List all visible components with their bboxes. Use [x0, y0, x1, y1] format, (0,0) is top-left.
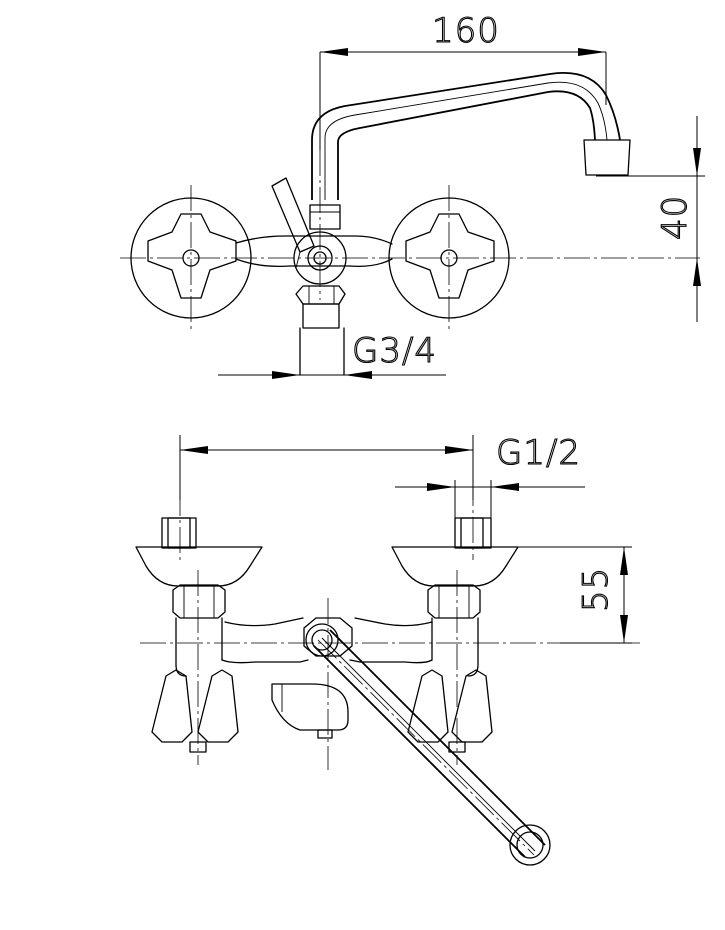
dim-outlet-thread: G3/4 [218, 330, 446, 379]
left-inlet [135, 517, 263, 753]
body-bar [235, 235, 393, 267]
dim-spout-reach: 160 [319, 10, 607, 150]
lower-body [221, 617, 433, 664]
right-handwheel [388, 197, 510, 319]
left-handwheel [130, 197, 252, 319]
swivel-spout [313, 629, 551, 866]
center-hub [271, 177, 347, 285]
dim-inlet-spacing [179, 435, 474, 500]
right-inlet [391, 517, 519, 753]
bottom-view: G1/2 55 [135, 432, 640, 866]
outlet-pipe [295, 285, 346, 376]
dim-label-55: 55 [576, 567, 616, 612]
bottom-centerlines [140, 480, 640, 856]
lower-hub [303, 617, 353, 657]
dim-inlet-height: 55 [518, 546, 632, 644]
spout [311, 72, 631, 200]
dim-label-g12: G1/2 [496, 433, 581, 473]
top-view: 160 40 G3/4 [120, 10, 705, 379]
dim-label-g34: G3/4 [352, 331, 437, 371]
dim-connection-thread: G1/2 [395, 432, 585, 520]
dim-spout-height: 40 [596, 116, 705, 322]
top-centerlines [120, 150, 700, 330]
dim-label-160: 160 [432, 11, 500, 51]
dim-label-40: 40 [655, 195, 695, 240]
diverter-block [271, 683, 349, 739]
